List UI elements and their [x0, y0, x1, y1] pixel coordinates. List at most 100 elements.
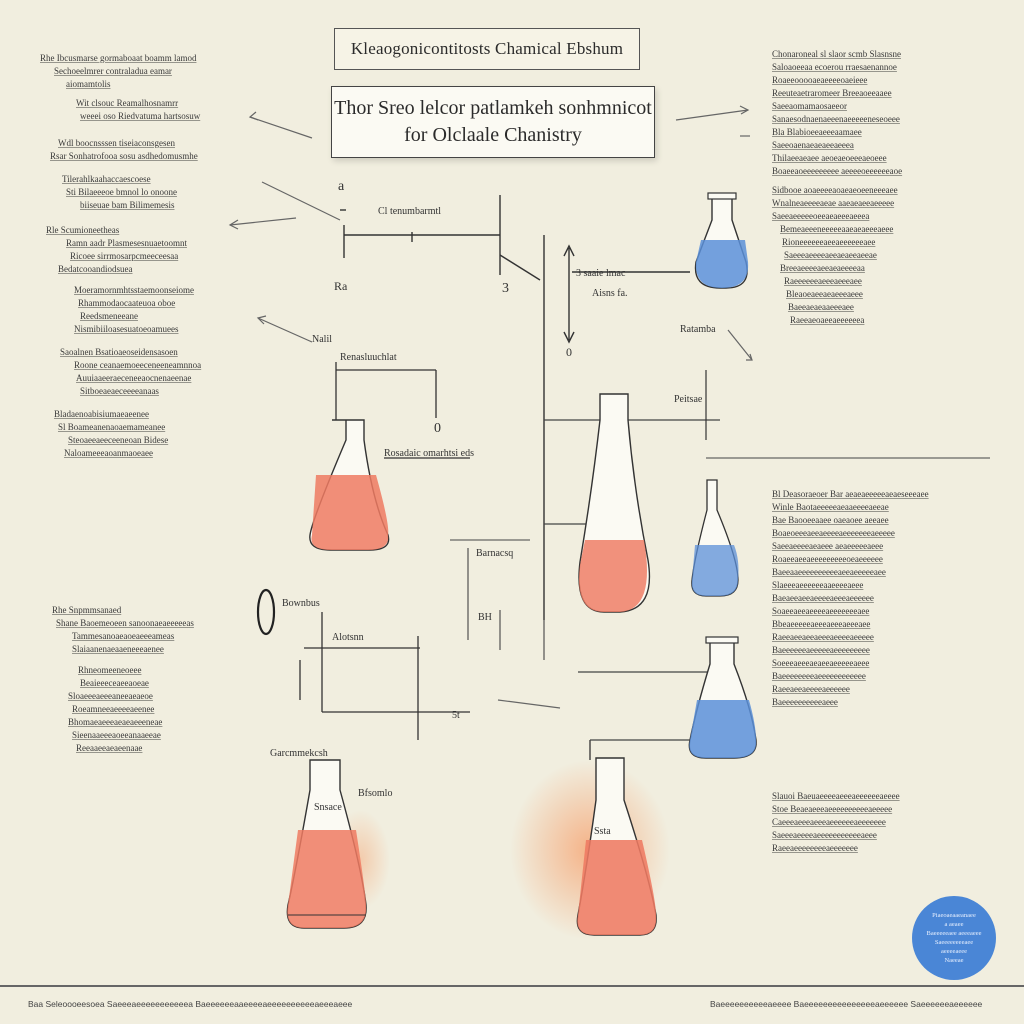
note-line: Raeeaeoaeeaeeeeeea [790, 315, 865, 325]
note-line: Saoalnen Bsatioaeoseidensasoen [60, 347, 178, 357]
clamp-ring-icon [256, 588, 276, 636]
arrow-bottom-label: 0 [566, 345, 572, 359]
note-line: Bladaenoabisiumaeaeenee [54, 409, 149, 419]
left-flask-tag: 0 [434, 421, 441, 436]
note-line: Sechoeelmrer contraladua eamar [54, 66, 172, 76]
note-line: weeei oso Riedvatuma hartsosuw [80, 111, 201, 121]
left-notes-lower: Rhe Snpmmsanaed Shane Baoemeoeen sanoona… [52, 604, 252, 804]
note-line: Baeeeeeeeeaeeeeeeeeeeee [772, 671, 866, 681]
note-line: Wdl boocnsssen tiseiaconsgesen [58, 138, 175, 148]
note-line: Wnalneaeeeeaeae aaeaeaeeaeeeee [772, 198, 895, 208]
stem-label: Barnacsq [476, 548, 513, 559]
note-line: Roone ceanaemoeeceneeneamnnoa [74, 360, 202, 370]
note-line: Sanaesodnaenaeeenaeeeeeneseoeee [772, 114, 900, 124]
flask-icon [576, 739, 690, 936]
note-line: Ricoee sirrmosarpcmeeceesaa [70, 251, 179, 261]
note-line: Bemeaeeeneeeeeaaeaeaeeeaeee [780, 224, 894, 234]
flask-icon [309, 362, 470, 551]
arrow-icon [228, 105, 753, 709]
support-rods [450, 539, 545, 660]
note-line: Bae Baooeeaaee oaeaoee aeeaee [772, 515, 889, 525]
arrow-label-2: Aisns fa. [592, 288, 628, 299]
note-line: Baeaeeaeeaeeeeaeeeaeeeeee [772, 593, 874, 603]
note-line: aiomamtolis [66, 79, 111, 89]
note-line: Tammesanoaeaoeaeeeameas [72, 631, 175, 641]
note-line: biiseuae bam Bilimemesis [80, 200, 175, 210]
footer-right: Baeeeeeeeeeeaeeee Baeeeeeeeeeeeeeeeaeeee… [710, 999, 983, 1009]
badge-line: Piaeoaeaaeanaee [932, 912, 976, 919]
arrow-label: 3 saaie lmac [576, 268, 626, 279]
flask-icon [694, 192, 749, 289]
note-line: Boaeoeeeaeeaeeeeaeeeeeeeaeeeee [772, 528, 895, 538]
subtitle-card: Thor Sreo lelcor patlamkeh sonhmnicot fo… [331, 86, 655, 158]
note-line: Sidbooe aoaeeeeaoaeaeoeeneeeaee [772, 185, 898, 195]
right-notes-bottom: Slauoi Baeuaeeeeaeeeaeeeeeeaeeee Stoe Be… [772, 790, 982, 870]
note-line: Bhomaeaeeeaeaeaeeeneae [68, 717, 163, 727]
note-line: Saeeoaenaeaeaeeaeeea [772, 140, 854, 150]
top-right-label-b: 3 [502, 281, 509, 296]
note-line: Reedsmeneeane [80, 311, 138, 321]
note-line: Roeamneeaeeeeaeenee [72, 704, 155, 714]
chart-title: Kleaogonicontitosts Chamical Ebshum [334, 28, 640, 70]
left-bottom-label-3: Bfsomlo [358, 788, 392, 799]
note-line: Rioneeeeeeaeeaeeeeeeaee [782, 237, 876, 247]
left-flask-stand-label: Renasluuchlat [340, 352, 397, 363]
note-line: Saloaoeeaa ecoerou rraesaenannoe [772, 62, 897, 72]
note-line: Sieenaaeeeaoeeanaaeeae [72, 730, 161, 740]
mid-right-label: Ratamba [680, 324, 716, 335]
note-line: Slauoi Baeuaeeeeaeeeaeeeeeeaeeee [772, 791, 900, 801]
note-line: Winle Baotaeeeeeaeaaeeeeaeeae [772, 502, 889, 512]
note-line: Bbeaeeeeeaeeeaeeeaeeeaee [772, 619, 871, 629]
top-stand [340, 195, 690, 620]
pointer-label-2: 5t [452, 710, 460, 721]
note-line: Raeeaeeeeeeeeaeeeeeee [772, 843, 858, 853]
note-line: Sitboeaeaeceeeeanaas [80, 386, 159, 396]
note-line: Rhammodaocaateuoa oboe [78, 298, 176, 308]
note-line: Reeuteaetraromeer Breeaoeeaaee [772, 88, 892, 98]
mid-bar-label: Rosadaic omarhtsi eds [384, 448, 474, 459]
note-line: Sloaeeeaeeeaneeaeaeoe [68, 691, 153, 701]
note-line: Moeramornmhtsstaemoonseiome [74, 285, 194, 295]
flask-icon [544, 370, 720, 613]
note-line: Baeeeeeeeeeeaeee [772, 697, 838, 707]
note-line: Steoaeeaeeceeneoan Bidese [68, 435, 169, 445]
double-arrow-icon [563, 244, 575, 344]
subtitle-line-1: Thor Sreo lelcor patlamkeh sonhmnicot [334, 97, 652, 119]
note-line: Raeeeeeeaeeeaeeeaee [784, 276, 862, 286]
note-line: Rhneomeeneoeee [78, 665, 142, 675]
note-line: Saeeeaeeeeaeeeeeeeeeeeaeee [772, 830, 877, 840]
info-badge: Piaeoaeaaeanaee a aeaee Baeeeeeaee aeeea… [912, 896, 996, 980]
note-line: Raeeaeeaeeaeeeaeeeeaeeeee [772, 632, 874, 642]
note-line: Reeaaeeaeaeenaae [76, 743, 143, 753]
note-line: Ramn aadr Plasmesesnuaetoomnt [66, 238, 187, 248]
flask-icon [578, 636, 757, 759]
note-line: Saeeaomamaosaeeor [772, 101, 847, 111]
note-line: Soaeeaeeaeeeeaeeeeeeeaee [772, 606, 870, 616]
top-left-label-b: Ra [334, 279, 348, 293]
note-line: Baeeaeaeaaeeeaee [788, 302, 854, 312]
note-line: Saeeaeeeeeoeeaeaeeeaeeea [772, 211, 870, 221]
left-notes: Rhe Ibcusmarse gormaboaat boamm lamod Se… [40, 52, 260, 572]
note-line: Bedatcooandiodsuea [58, 264, 133, 274]
note-line: Bleaoeaeeaeaeeeaeee [786, 289, 863, 299]
note-line: Caeeeaeeeaeeeaeeeeeeaeeeeeee [772, 817, 886, 827]
subtitle-line-2: for Olclaale Chanistry [404, 124, 582, 146]
note-line: Rhe Ibcusmarse gormaboaat boamm lamod [40, 53, 197, 63]
footer-divider [0, 985, 1024, 987]
note-line: Slaeeeaeeeeeeaaeeeeaeee [772, 580, 864, 590]
note-line: Rle Scumioneetheas [46, 225, 120, 235]
pointer-label: BH [478, 612, 492, 623]
right-flask-tag: Ssta [594, 826, 611, 837]
note-line: Naloameeeaoanmaoeaee [64, 448, 153, 458]
note-line: Soeeeaeeeaeaeeaeeeeeaeee [772, 658, 870, 668]
note-line: Roaeeooooaeaeeeeoaeieee [772, 75, 868, 85]
note-line: Rsar Sonhatrofooa sosu asdhedomusmhe [50, 151, 198, 161]
top-stand-label: Cl tenumbarmtl [378, 206, 441, 217]
note-line: Slaiaanenaeaaeneeeaenee [72, 644, 164, 654]
note-line: Tilerahlkaahaccaescoese [62, 174, 151, 184]
title-text: Kleaogonicontitosts Chamical Ebshum [350, 39, 624, 58]
left-ring-label: Bownbus [282, 598, 320, 609]
flask-icon [691, 457, 990, 597]
note-line: Saeeaeeeeaeaeee aeaeeeeeaeee [772, 541, 884, 551]
